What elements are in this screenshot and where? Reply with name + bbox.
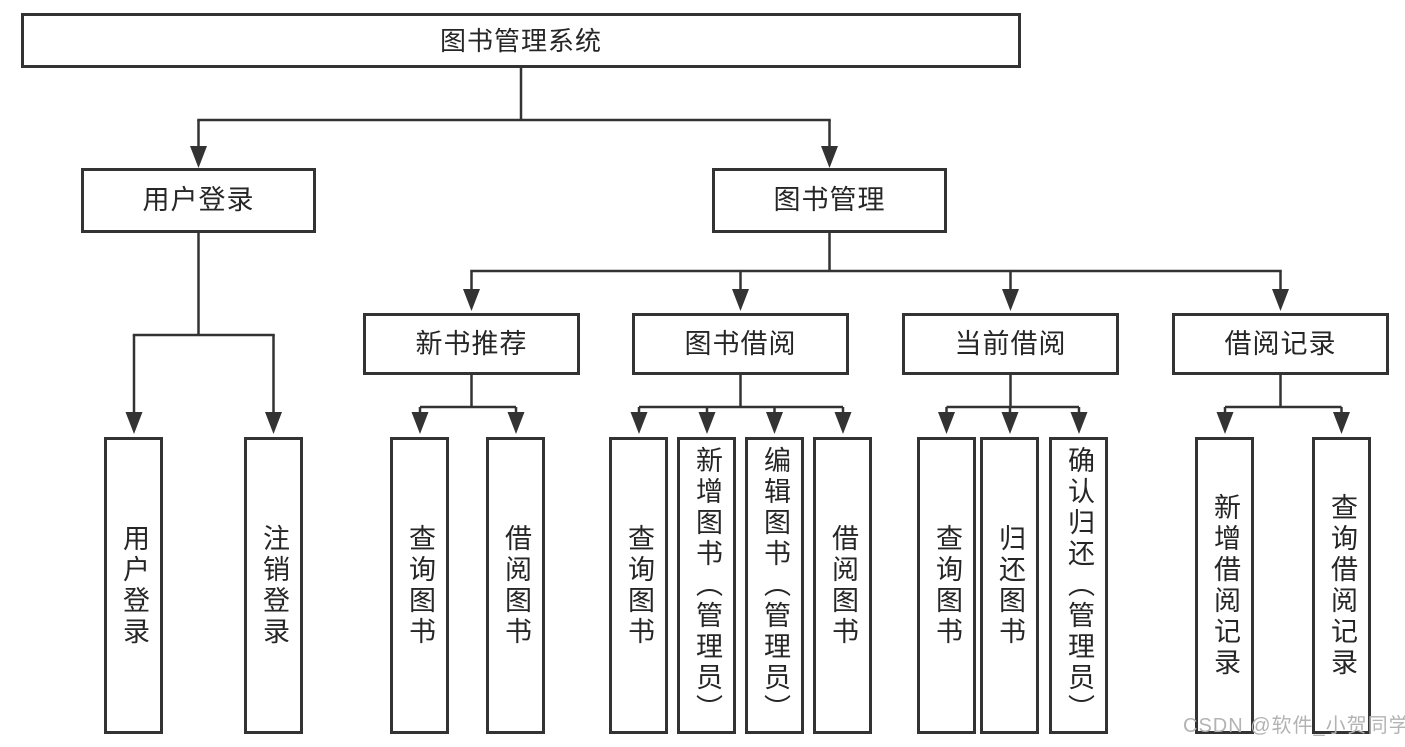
leaf-rec-add-borrow-record-label: 新增借阅记录 [1210,492,1240,679]
leaf-cb-return-books-label: 归还图书 [995,523,1025,648]
arrowhead-icon [732,289,749,311]
leaf-logout-label: 注销登录 [259,523,289,648]
leaf-rec-query-borrow-record-label: 查询借阅记录 [1327,492,1357,679]
node-new-book-recommend-label: 新书推荐 [415,328,528,359]
leaf-bb-borrow-books: 借阅图书 [813,437,872,734]
arrowhead-icon [411,412,429,434]
arrowheads [125,146,1350,434]
node-book-borrow: 图书借阅 [632,313,849,375]
arrowhead-icon [1272,289,1289,311]
arrowhead-icon [1070,412,1088,434]
leaf-cb-confirm-return-admin: 确认归还（管理员） [1049,437,1108,734]
arrowhead-icon [1216,412,1234,434]
arrowhead-icon [1001,412,1019,434]
arrowhead-icon [463,289,480,311]
node-current-borrow: 当前借阅 [902,313,1119,375]
leaf-bb-add-books-admin: 新增图书（管理员） [677,437,736,734]
csdn-watermark: CSDN @软件_小贺同学 [1183,715,1405,737]
leaf-bb-query-books: 查询图书 [609,437,668,734]
node-book-management: 图书管理 [712,168,947,233]
arrowhead-icon [630,412,648,434]
arrowhead-icon [190,146,207,168]
leaf-bb-edit-books-admin-label: 编辑图书（管理员） [760,446,790,725]
arrowhead-icon [125,412,143,434]
node-current-borrow-label: 当前借阅 [954,328,1067,359]
arrowhead-icon [1002,289,1019,311]
leaf-bb-add-books-admin-label: 新增图书（管理员） [692,446,722,725]
arrowhead-icon [834,412,852,434]
leaf-user-login: 用户登录 [104,437,163,734]
leaf-cb-query-books-label: 查询图书 [932,523,962,648]
connector-paths [132,68,1343,414]
arrowhead-icon [1333,412,1350,434]
node-user-login-label: 用户登录 [142,185,255,215]
leaf-nbr-borrow-books: 借阅图书 [486,437,545,734]
leaf-nbr-query-books: 查询图书 [390,437,449,734]
leaf-cb-confirm-return-admin-label: 确认归还（管理员） [1064,446,1094,725]
node-borrow-records: 借阅记录 [1172,313,1389,375]
node-new-book-recommend: 新书推荐 [363,313,580,375]
leaf-bb-query-books-label: 查询图书 [624,523,654,648]
arrowhead-icon [938,412,955,434]
arrowhead-icon [507,412,525,434]
leaf-logout: 注销登录 [244,437,303,734]
leaf-user-login-label: 用户登录 [119,523,149,648]
leaf-cb-return-books: 归还图书 [980,437,1039,734]
leaf-nbr-query-books-label: 查询图书 [405,523,435,648]
node-borrow-records-label: 借阅记录 [1224,328,1337,359]
node-root: 图书管理系统 [21,13,1021,68]
node-root-label: 图书管理系统 [439,25,602,56]
leaf-nbr-borrow-books-label: 借阅图书 [501,523,531,648]
leaf-cb-query-books: 查询图书 [917,437,976,734]
leaf-bb-edit-books-admin: 编辑图书（管理员） [745,437,804,734]
node-user-login: 用户登录 [81,168,316,233]
arrowhead-icon [265,412,282,434]
leaf-bb-borrow-books-label: 借阅图书 [828,523,858,648]
leaf-rec-query-borrow-record: 查询借阅记录 [1312,437,1371,734]
arrowhead-icon [766,412,783,434]
arrowhead-icon [821,146,838,168]
node-book-management-label: 图书管理 [773,185,886,215]
node-book-borrow-label: 图书借阅 [684,328,797,359]
arrowhead-icon [698,412,716,434]
leaf-rec-add-borrow-record: 新增借阅记录 [1195,437,1254,734]
